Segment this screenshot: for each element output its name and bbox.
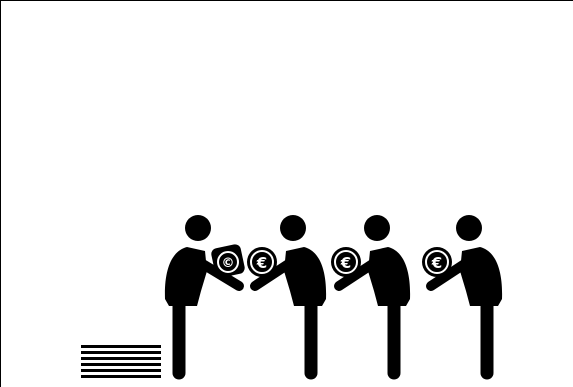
euro-coin-symbol-2: €: [340, 254, 351, 272]
paper-stack-icon: [81, 345, 161, 378]
person-1-figure: [165, 215, 239, 373]
person-3-figure: [339, 215, 410, 373]
copyright-coin-symbol: ©: [222, 256, 235, 271]
euro-coin-icon-1: €: [247, 247, 277, 277]
euro-coin-icon-3: €: [422, 247, 452, 277]
euro-coin-icon-2: €: [331, 247, 361, 277]
person-2-figure: [255, 215, 326, 373]
person-4-figure: [431, 215, 502, 373]
euro-coin-symbol-1: €: [256, 254, 267, 272]
euro-coin-symbol-3: €: [431, 254, 442, 272]
copyright-coin-icon: ©: [210, 243, 246, 279]
